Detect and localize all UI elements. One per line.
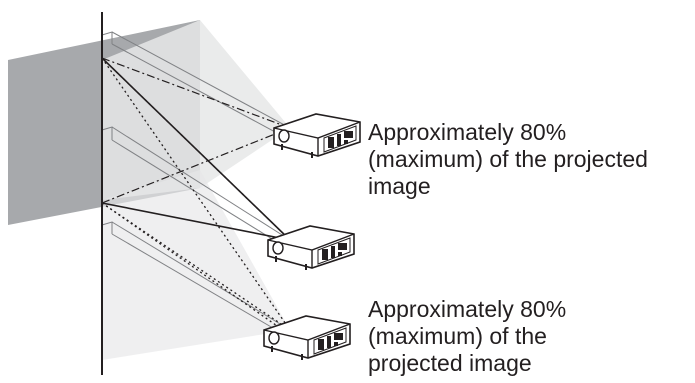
- lower-shift-label-line-3: projected image: [368, 350, 532, 376]
- upper-shift-label-line-2: (maximum) of the projected: [368, 146, 648, 172]
- lower-shift-lines: [101, 57, 291, 336]
- projection-cone-top: [102, 20, 290, 200]
- screen-outline-frames: [101, 31, 291, 339]
- upper-shift-label-line-3: image: [368, 173, 431, 199]
- upper-shift-lines: [101, 57, 291, 204]
- upper-shift-label: Approximately 80% (maximum) of the proje…: [368, 119, 648, 200]
- lower-shift-label: Approximately 80% (maximum) of the proje…: [368, 296, 566, 377]
- lower-shift-label-line-1: Approximately 80%: [368, 296, 567, 322]
- projector-icon: [273, 113, 361, 159]
- upper-shift-label-line-1: Approximately 80%: [368, 119, 567, 145]
- projector-icon: [267, 225, 355, 271]
- projection-cone-bottom: [102, 170, 290, 360]
- lower-shift-label-line-2: (maximum) of the: [368, 323, 547, 349]
